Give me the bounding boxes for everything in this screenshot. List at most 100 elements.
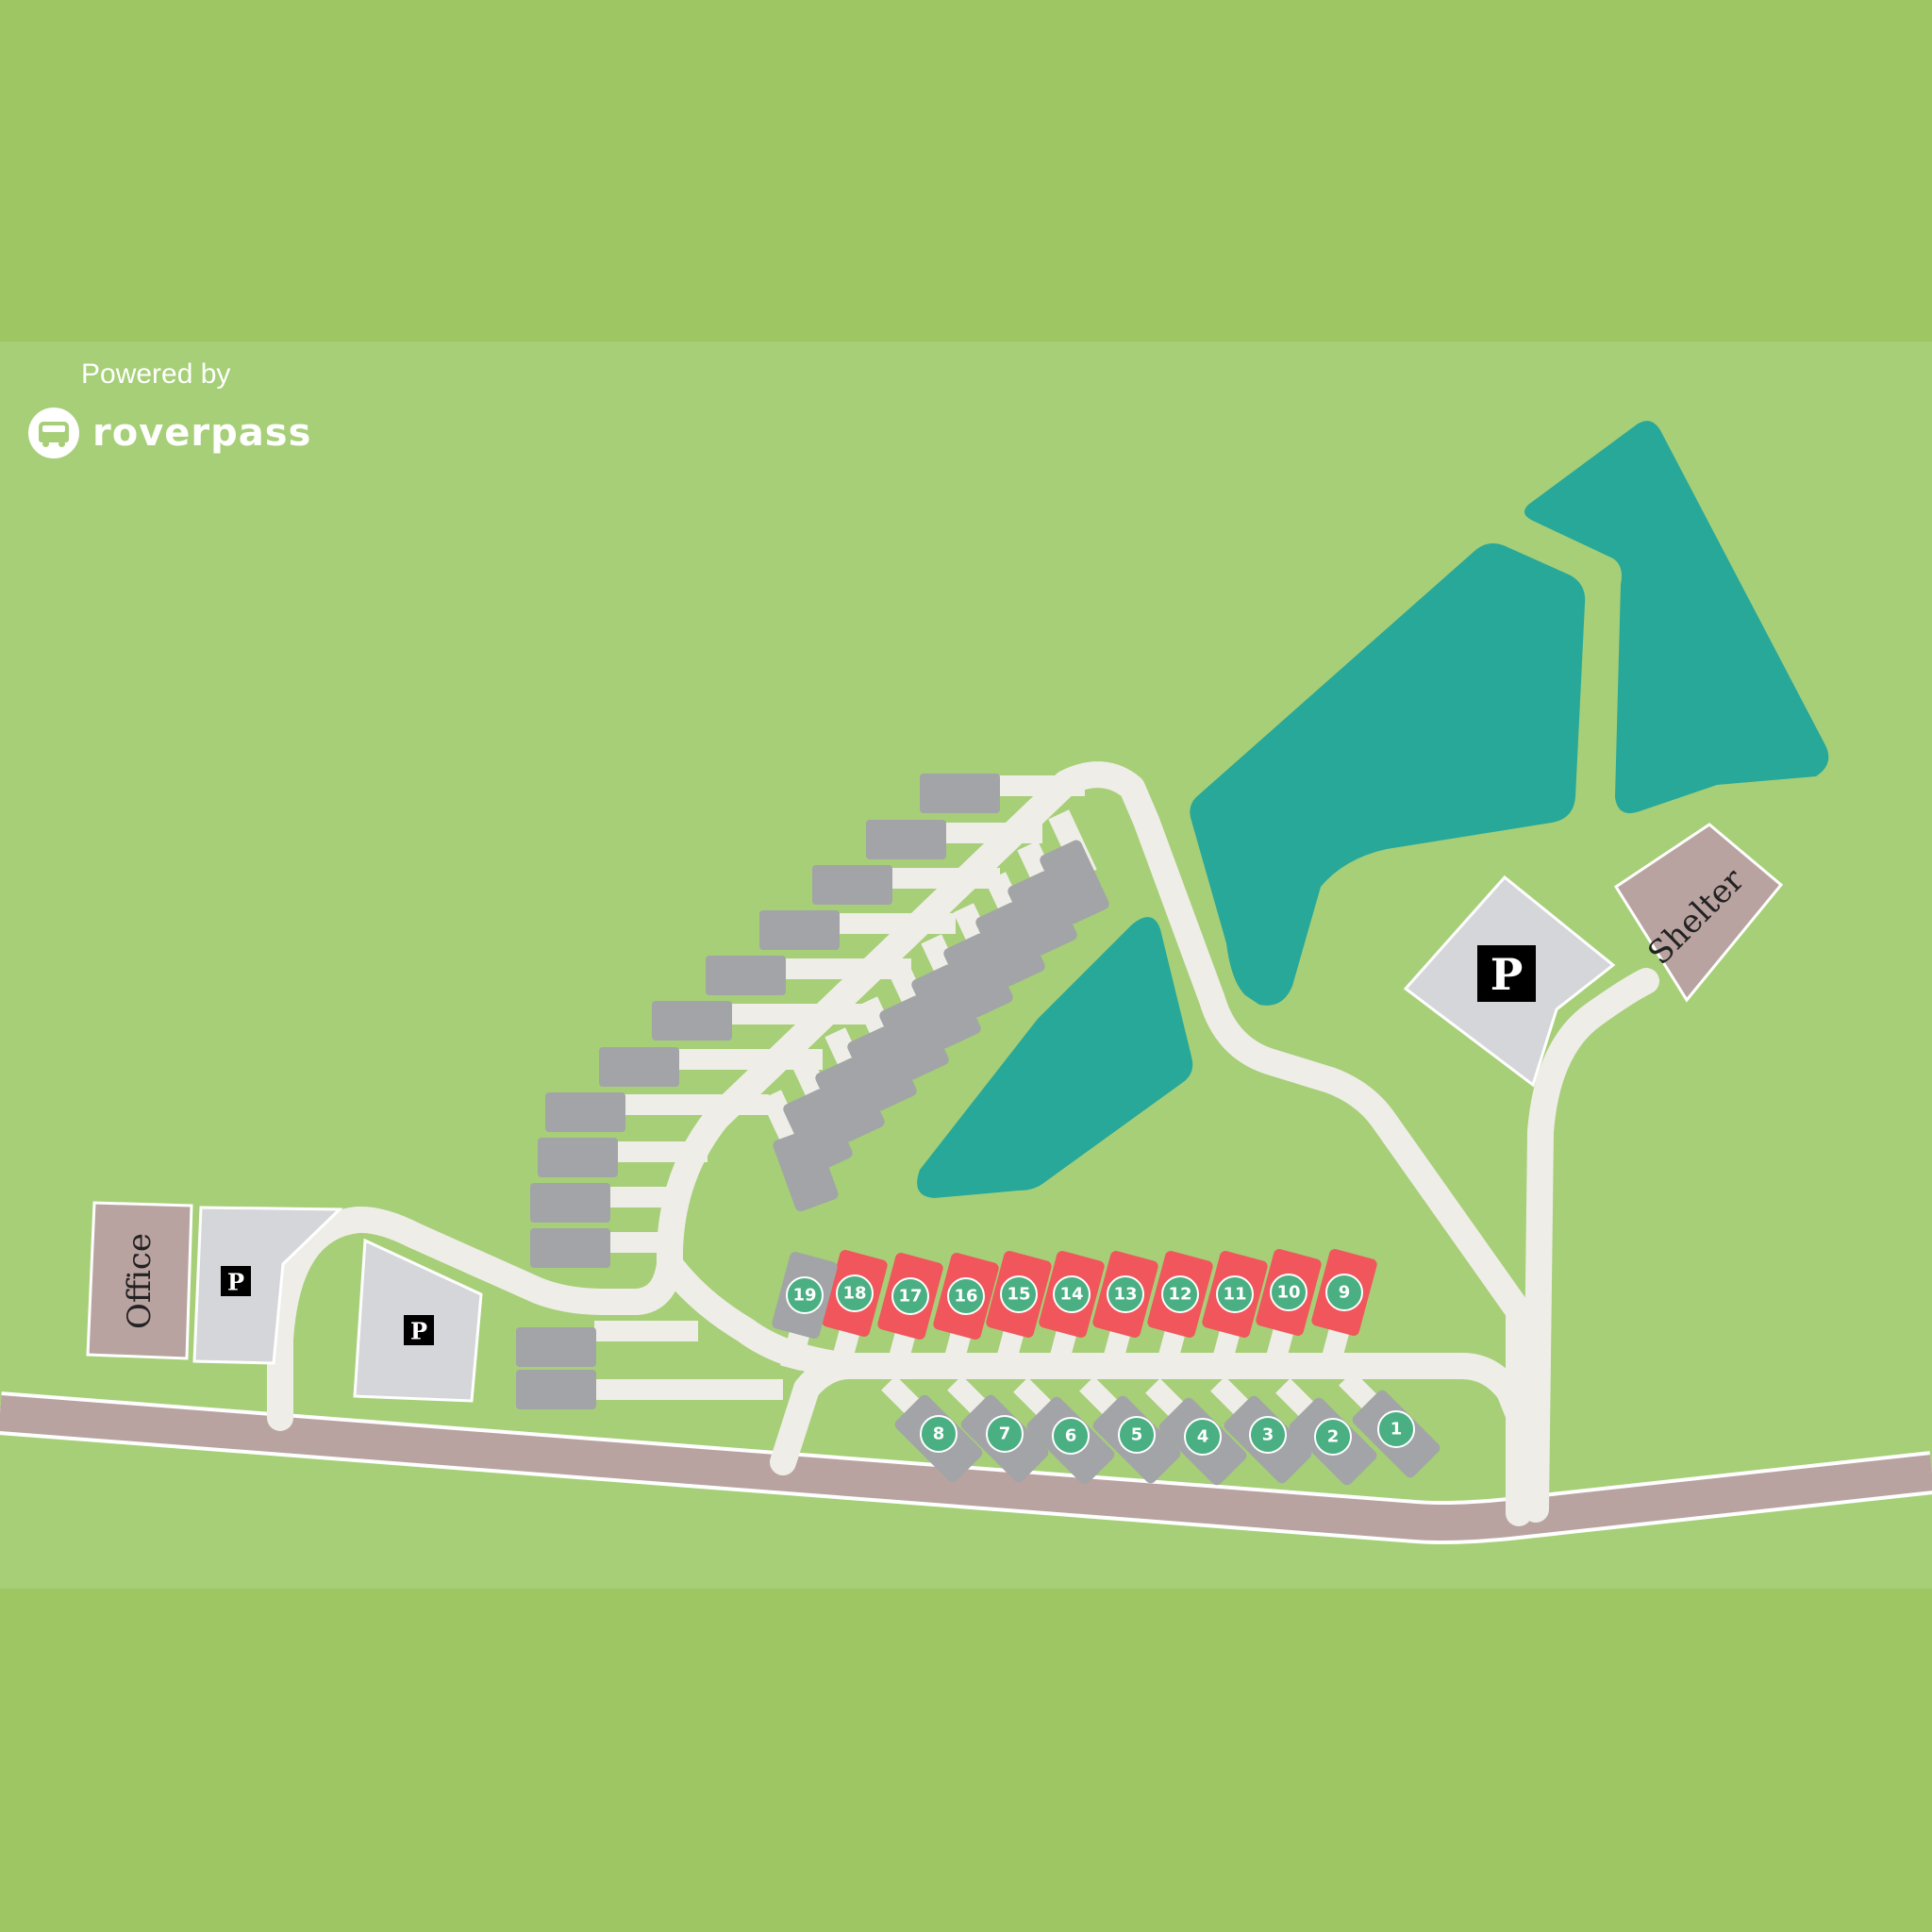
campsite-11[interactable]: 11 [1201, 1250, 1269, 1371]
parking-sign-label: P [410, 1318, 427, 1345]
parking-signs: P P P [221, 945, 1536, 1345]
campsite-13[interactable]: 13 [1091, 1250, 1159, 1371]
campsite-6[interactable]: 6 [1013, 1377, 1117, 1487]
site-pad [866, 820, 946, 859]
building-office[interactable]: Office [86, 1201, 193, 1360]
campsite-marker [891, 1277, 929, 1315]
site-pad [530, 1228, 610, 1268]
campsite-16[interactable]: 16 [932, 1252, 1000, 1373]
campsite-number: 4 [1197, 1427, 1209, 1447]
campsite-number: 9 [1339, 1283, 1351, 1303]
campsite-marker [1314, 1418, 1352, 1456]
campsite-number: 13 [1113, 1285, 1137, 1305]
campsite-number: 6 [1065, 1426, 1077, 1446]
campsite-7[interactable]: 7 [947, 1375, 1051, 1485]
brand-name: roverpass [92, 411, 312, 455]
site-pad [783, 1089, 853, 1174]
campsite-17[interactable]: 17 [876, 1252, 944, 1373]
campsite-number: 12 [1168, 1285, 1191, 1305]
campsite-number: 16 [954, 1287, 977, 1307]
campsite-number: 7 [999, 1424, 1011, 1444]
campsite-12[interactable]: 12 [1146, 1250, 1214, 1371]
site-pad [599, 1047, 679, 1087]
site-pad [943, 933, 1013, 1018]
campsite-number: 14 [1059, 1285, 1083, 1305]
campsite-3[interactable]: 3 [1210, 1376, 1314, 1486]
campsite-number: 2 [1327, 1427, 1340, 1447]
campsite-marker [1107, 1275, 1144, 1313]
campsite-number: 10 [1276, 1283, 1300, 1303]
campsite-marker [1000, 1275, 1038, 1313]
campsite-marker [1325, 1274, 1363, 1311]
site-pad [538, 1138, 618, 1177]
parking-sign-label: P [1491, 949, 1524, 1000]
ponds [917, 421, 1829, 1198]
campsite-5[interactable]: 5 [1079, 1376, 1183, 1486]
campsite-marker [1184, 1418, 1222, 1456]
campsite-19[interactable]: 19 [771, 1251, 839, 1372]
campsite-18[interactable]: 18 [821, 1249, 889, 1370]
campsite-marker [1118, 1416, 1156, 1454]
campsite-marker [1249, 1416, 1287, 1454]
site-pad [706, 956, 786, 995]
campsite-number: 5 [1131, 1425, 1143, 1445]
site-pad [759, 910, 840, 950]
site-pad [545, 1092, 625, 1132]
camper-icon [28, 408, 79, 458]
campsite-14[interactable]: 14 [1038, 1250, 1106, 1371]
campsite-marker [1216, 1275, 1254, 1313]
spurs [594, 775, 1085, 1400]
roverpass-logo[interactable]: roverpass [28, 408, 311, 458]
site-pad [516, 1327, 596, 1367]
office-label: Office [121, 1233, 158, 1329]
campsite-marker [1052, 1417, 1090, 1455]
site-pad [1040, 840, 1109, 924]
pond-large [1190, 543, 1586, 1006]
campsite-number: 1 [1391, 1420, 1403, 1440]
campsite-8[interactable]: 8 [881, 1375, 985, 1485]
drive-office-loop [267, 1206, 650, 1431]
site-pad [773, 1127, 839, 1212]
campsite-marker [986, 1415, 1024, 1453]
campsite-number: 11 [1223, 1285, 1246, 1305]
site-pad [879, 995, 949, 1080]
campsite-2[interactable]: 2 [1275, 1378, 1379, 1488]
campsite-4[interactable]: 4 [1145, 1378, 1249, 1488]
campsite-number: 3 [1262, 1425, 1274, 1445]
campsite-number: 8 [933, 1424, 945, 1444]
campsite-10[interactable]: 10 [1255, 1248, 1323, 1369]
campsite-marker [947, 1277, 985, 1315]
site-pad [975, 902, 1045, 987]
site-pad [812, 865, 892, 905]
campsite-marker [1270, 1274, 1307, 1311]
campsite-number: 19 [792, 1286, 816, 1306]
side-sites-left [516, 774, 1000, 1409]
campsite-marker [1377, 1410, 1415, 1448]
main-road-surface [0, 1395, 1932, 1541]
site-pad [911, 964, 981, 1049]
campsite-number: 18 [842, 1284, 866, 1304]
campsite-9[interactable]: 9 [1310, 1248, 1378, 1369]
building-shelter[interactable]: Shelter [1613, 823, 1784, 1003]
campsite-marker [836, 1274, 874, 1312]
powered-by-text: Powered by [81, 358, 231, 390]
campsite-number: 15 [1007, 1285, 1030, 1305]
parking-pad-office [192, 1206, 343, 1365]
campsite-1[interactable]: 1 [1339, 1371, 1442, 1480]
site-pad [920, 774, 1000, 813]
drive-shelter [1523, 968, 1659, 1523]
parking-sign-icon: P [1477, 945, 1536, 1002]
site-pad [815, 1058, 885, 1142]
site-pad [652, 1001, 732, 1041]
campsite-15[interactable]: 15 [985, 1250, 1053, 1371]
campsite-marker [1161, 1275, 1199, 1313]
site-pad [530, 1183, 610, 1223]
site-pad [516, 1370, 596, 1409]
campsite-marker [786, 1276, 824, 1314]
site-pad [847, 1026, 917, 1111]
side-sites-inner [760, 809, 1109, 1212]
parking-sign-label: P [227, 1269, 244, 1296]
pond-east [1524, 421, 1829, 814]
